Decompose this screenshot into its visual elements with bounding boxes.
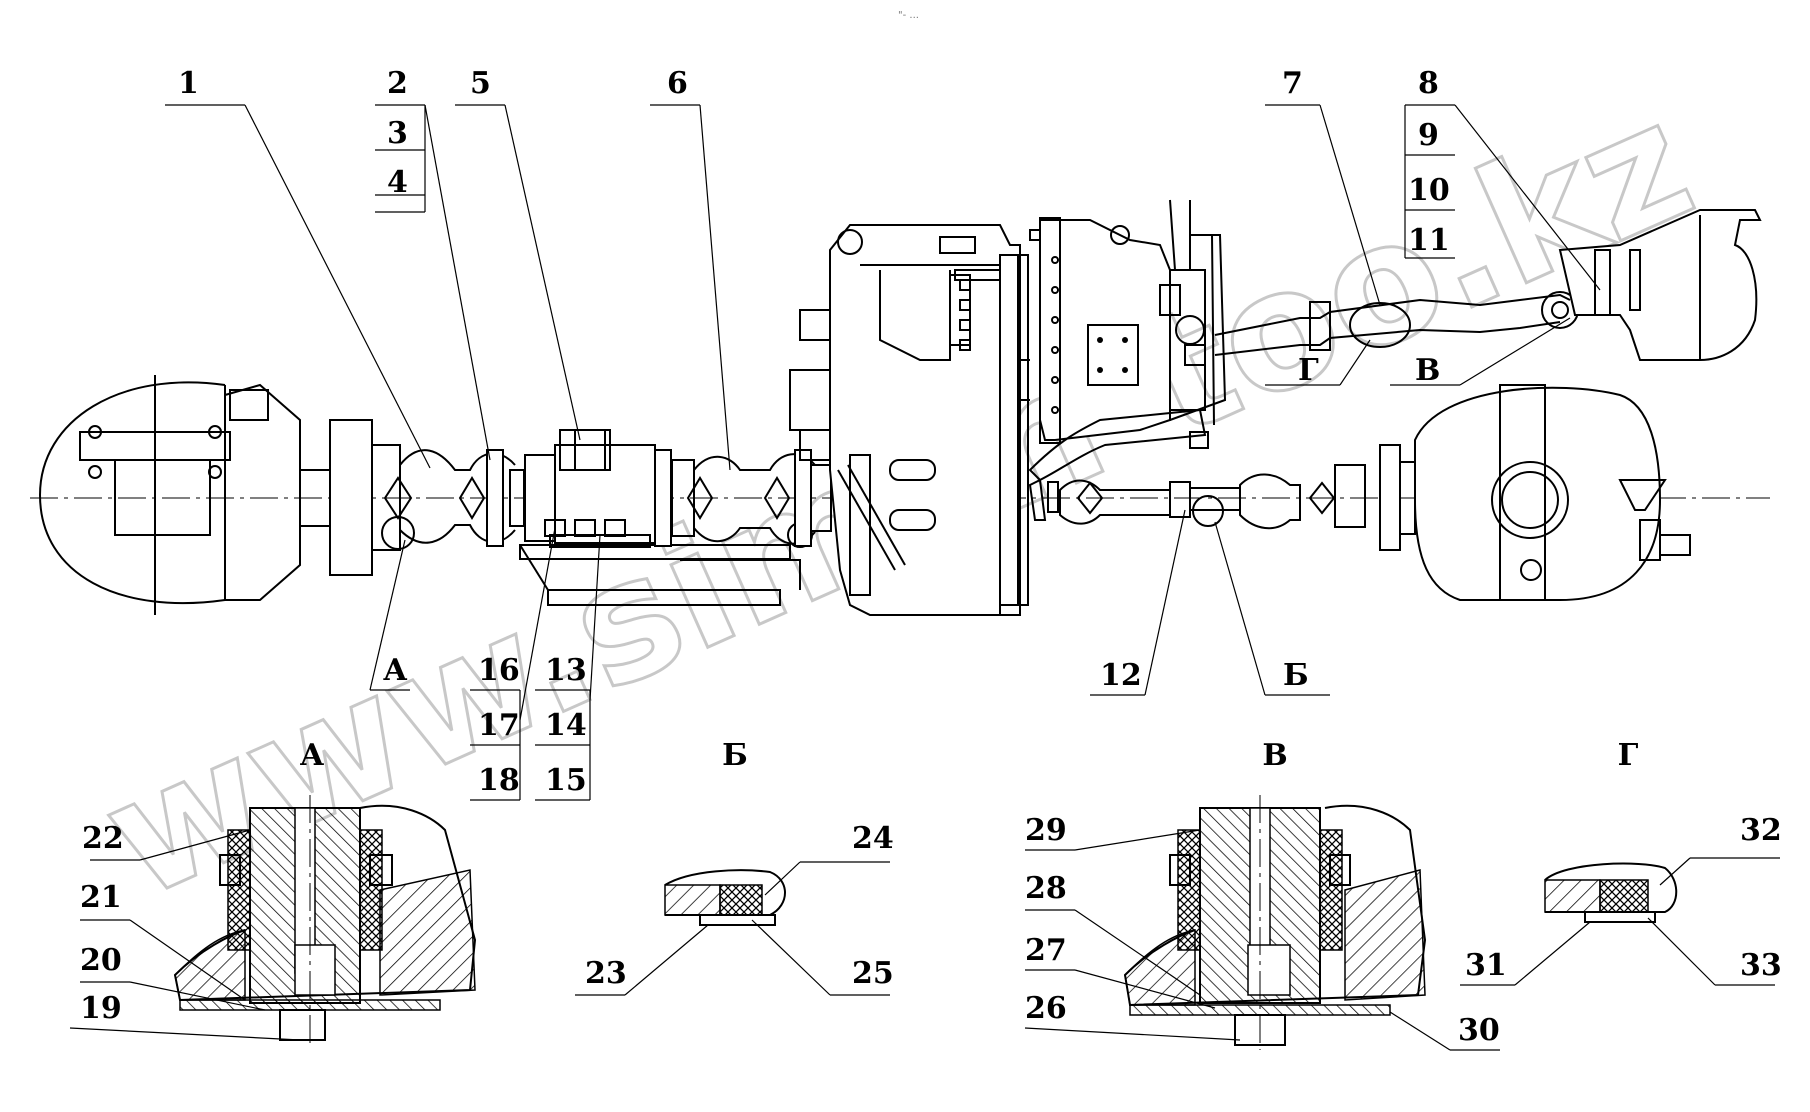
callout-15: 15 — [545, 763, 587, 798]
callout-16: 16 — [478, 653, 520, 688]
detail-view-g: Г 32 31 33 — [1460, 738, 1782, 986]
callout-6: 6 — [667, 66, 688, 101]
detail-view-v: В 29 28 27 26 30 — [1024, 738, 1500, 1051]
detail-v-callout-27: 27 — [1025, 933, 1067, 968]
callout-17: 17 — [478, 708, 520, 743]
callout-9: 9 — [1418, 118, 1439, 153]
left-axle-housing — [38, 375, 401, 615]
detail-a-callout-22: 22 — [82, 821, 124, 856]
detail-b-callout-24: 24 — [852, 821, 894, 856]
callout-11: 11 — [1408, 223, 1450, 258]
callout-8: 8 — [1418, 66, 1439, 101]
detail-b-callout-23: 23 — [585, 956, 627, 991]
detail-view-a: А 22 21 20 19 — [69, 738, 477, 1045]
detail-v-title: В — [1262, 738, 1287, 773]
callout-10: 10 — [1408, 173, 1450, 208]
callout-13: 13 — [545, 653, 587, 688]
detail-b-title: Б — [722, 738, 748, 773]
callout-3: 3 — [387, 116, 408, 151]
detail-g-callout-31: 31 — [1465, 948, 1507, 983]
view-letter-v: В — [1415, 353, 1440, 388]
leader-lines — [165, 104, 1601, 801]
callout-18: 18 — [478, 763, 520, 798]
cardan-shaft-middle — [654, 449, 832, 548]
detail-view-b: Б 24 23 25 — [575, 738, 894, 996]
transfer-case — [1028, 199, 1227, 482]
detail-a-title: А — [300, 738, 325, 773]
detail-a-callout-19: 19 — [80, 991, 122, 1026]
detail-g-callout-32: 32 — [1740, 813, 1782, 848]
view-letter-g: Г — [1298, 353, 1319, 388]
detail-g-callout-33: 33 — [1740, 948, 1782, 983]
detail-v-callout-30: 30 — [1458, 1013, 1500, 1048]
callout-1: 1 — [178, 66, 199, 101]
right-axle-housing — [1414, 209, 1762, 601]
callout-numbers: 1 2 3 4 5 6 7 8 9 10 11 12 13 14 15 16 1… — [178, 66, 1450, 798]
detail-v-callout-29: 29 — [1025, 813, 1067, 848]
detail-a-callout-21: 21 — [80, 880, 122, 915]
callout-4: 4 — [387, 165, 408, 200]
detail-g-title: Г — [1618, 738, 1639, 773]
view-letter-b: Б — [1283, 658, 1309, 693]
callout-2: 2 — [387, 66, 408, 101]
callout-5: 5 — [470, 66, 491, 101]
detail-v-callout-28: 28 — [1025, 871, 1067, 906]
main-assembly — [30, 199, 1770, 616]
detail-v-callout-26: 26 — [1025, 991, 1067, 1026]
gearbox — [789, 224, 1056, 616]
callout-7: 7 — [1282, 66, 1303, 101]
callout-12: 12 — [1100, 658, 1142, 693]
detail-b-callout-25: 25 — [852, 956, 894, 991]
view-letter-a: А — [383, 653, 408, 688]
top-mark: "- ... — [898, 10, 919, 21]
callout-14: 14 — [545, 708, 587, 743]
detail-a-callout-20: 20 — [80, 943, 122, 978]
cardan-shaft-left — [381, 449, 556, 550]
